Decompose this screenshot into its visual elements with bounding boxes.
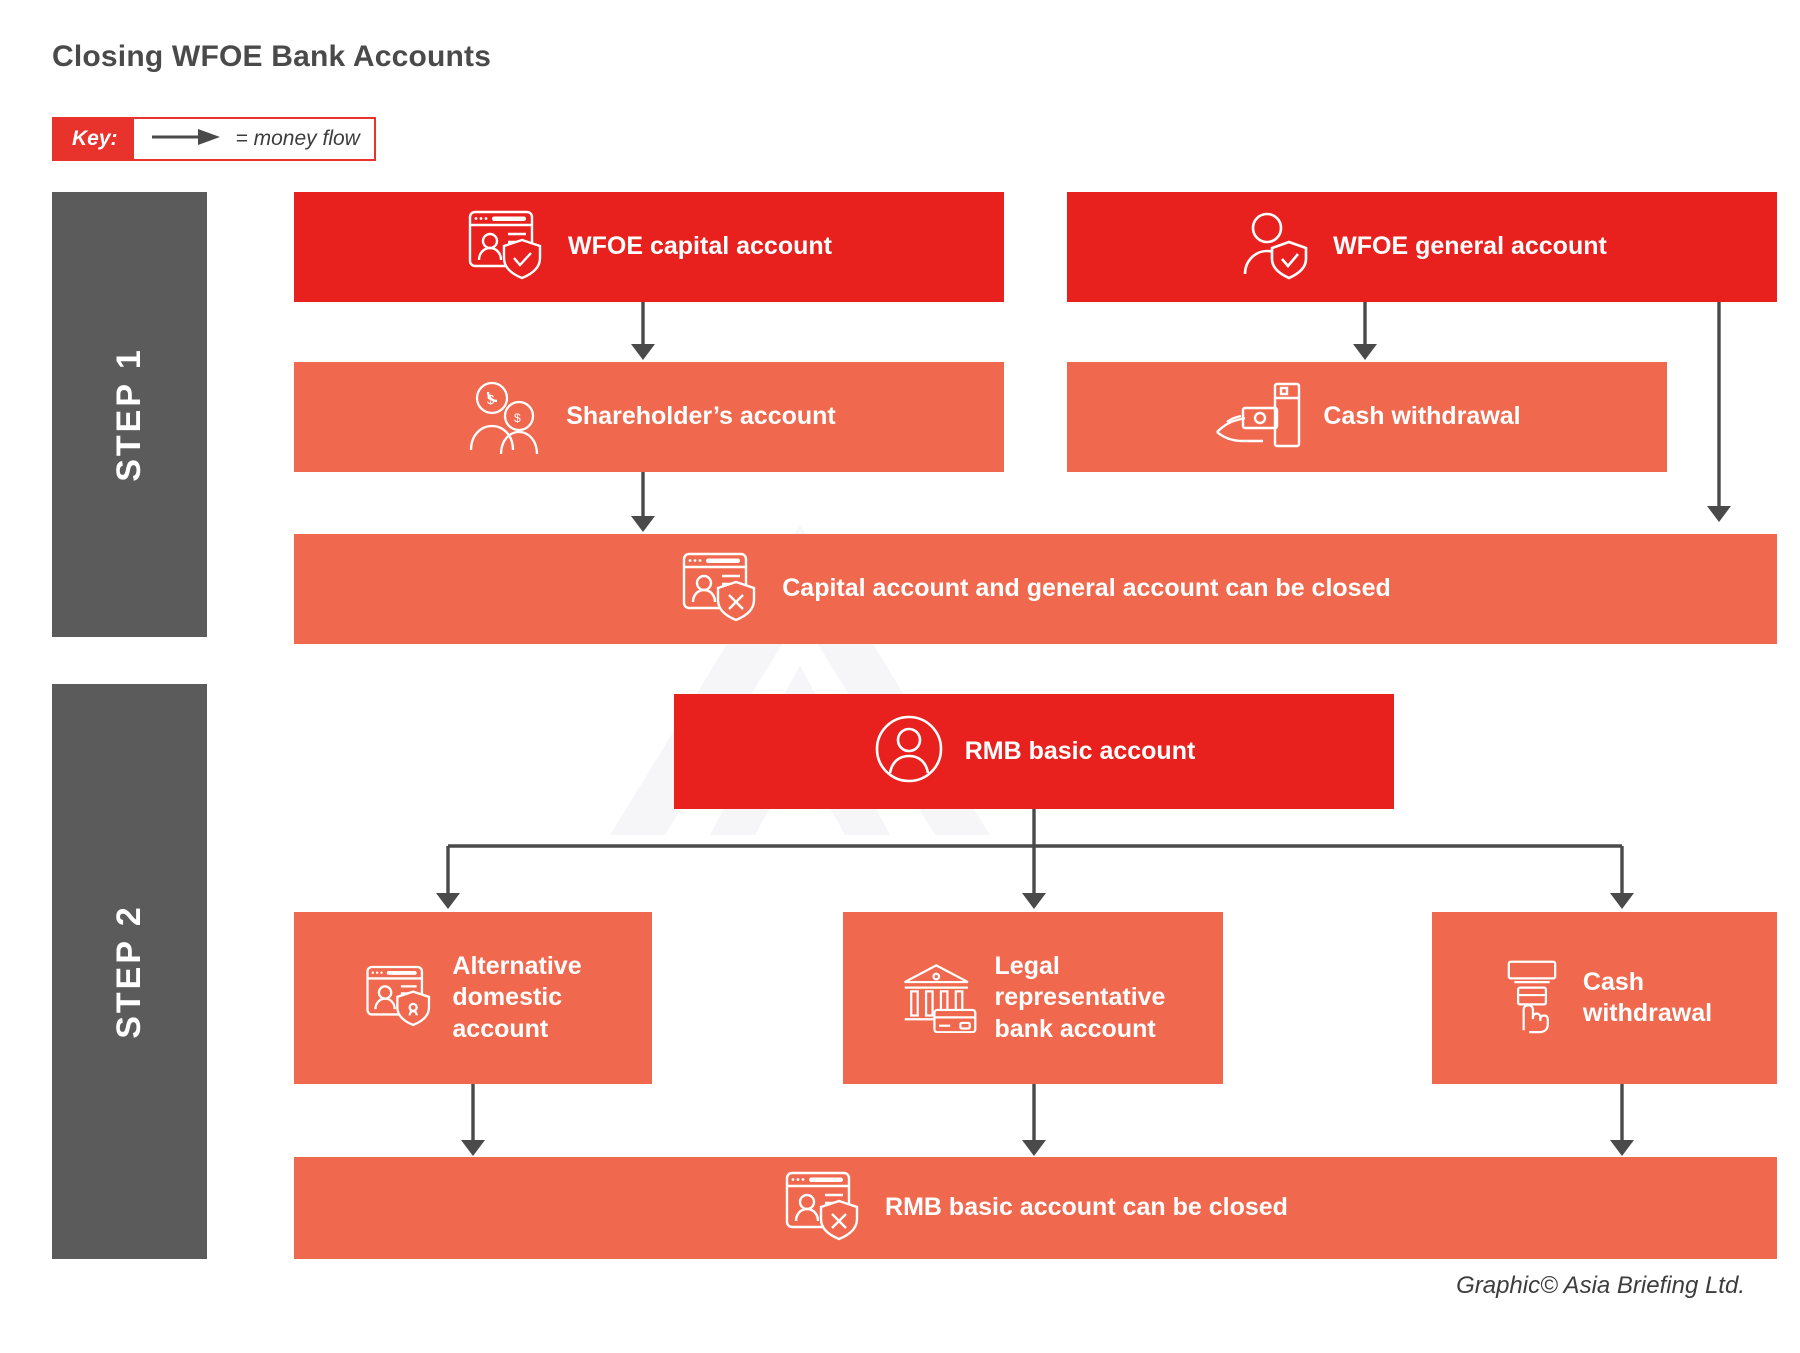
account-card-shield-icon [364, 963, 436, 1034]
atm-hand-icon [1497, 958, 1567, 1039]
two-shareholders-icon: $ $ [462, 376, 546, 459]
box-label: Shareholder’s account [566, 402, 836, 431]
box-label: Capital account and general account can … [782, 574, 1391, 603]
page-title: Closing WFOE Bank Accounts [52, 40, 492, 73]
box-label: Cash withdrawal [1323, 402, 1521, 431]
box-wfoe-general-account[interactable]: WFOE general account [1067, 192, 1777, 302]
arrow-right-icon [150, 127, 222, 152]
box-rmb-basic-account[interactable]: RMB basic account [674, 694, 1394, 809]
connector-capital-to-shareholder [623, 302, 663, 362]
box-wfoe-capital-account[interactable]: WFOE capital account [294, 192, 1004, 302]
legend-key-body: = money flow [133, 119, 374, 159]
legend-key: Key: = money flow [52, 117, 376, 161]
box-capital-general-closed[interactable]: Capital account and general account can … [294, 534, 1777, 644]
step-1-sidebar: STEP 1 [52, 192, 207, 637]
footer-credit: Graphic© Asia Briefing Ltd. [1456, 1272, 1745, 1299]
connector-shareholder-to-closed-bar [623, 472, 663, 534]
person-shield-check-icon [1237, 208, 1313, 287]
legend-key-label: Key: [54, 119, 134, 159]
box-label: RMB basic account can be closed [885, 1193, 1288, 1222]
box-label: Legal representative bank account [994, 951, 1166, 1043]
connector-cash-to-rmb-closed [1602, 1084, 1642, 1158]
legend-key-description: = money flow [235, 127, 360, 150]
connector-general-to-closed-bar [1699, 302, 1739, 524]
box-cash-withdrawal-step1[interactable]: Cash withdrawal [1067, 362, 1667, 472]
connector-general-to-cash-withdrawal [1345, 302, 1385, 362]
box-label: WFOE capital account [568, 232, 832, 261]
hand-atm-cash-icon [1213, 382, 1303, 453]
box-label: RMB basic account [964, 736, 1196, 765]
box-alternative-domestic-account[interactable]: Alternative domestic account [294, 912, 652, 1084]
box-label: Alternative domestic account [452, 951, 582, 1043]
svg-text:$: $ [514, 411, 521, 425]
step-1-label: STEP 1 [109, 347, 148, 482]
step-2-sidebar: STEP 2 [52, 684, 207, 1259]
box-shareholders-account[interactable]: $ $ Shareholder’s account [294, 362, 1004, 472]
bank-building-card-icon [901, 959, 979, 1038]
box-rmb-basic-closed[interactable]: RMB basic account can be closed [294, 1157, 1777, 1259]
box-label: WFOE general account [1333, 232, 1607, 261]
step-2-label: STEP 2 [109, 904, 148, 1039]
connector-legal-to-rmb-closed [1014, 1084, 1054, 1158]
connector-alternative-to-rmb-closed [453, 1084, 493, 1158]
connector-rmb-branch [420, 809, 1660, 914]
account-card-shield-check-icon [466, 208, 548, 287]
box-legal-representative-bank-account[interactable]: Legal representative bank account [843, 912, 1223, 1084]
account-card-shield-x-icon [680, 550, 762, 629]
svg-text:$: $ [487, 392, 495, 407]
box-label: Cash withdrawal [1582, 967, 1713, 1028]
box-cash-withdrawal-step2[interactable]: Cash withdrawal [1432, 912, 1777, 1084]
user-circle-icon [873, 713, 945, 790]
account-card-shield-x-icon [783, 1169, 865, 1248]
